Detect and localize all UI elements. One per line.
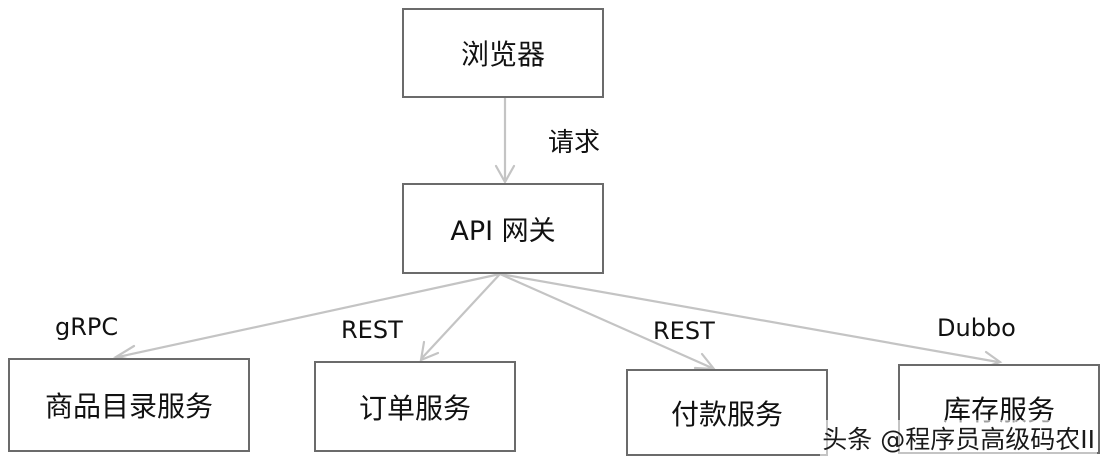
edge-gateway-inventory [498,272,1000,364]
edge-gateway-order [420,272,502,360]
node-order-service: 订单服务 [314,361,516,452]
edge-label-request: 请求 [548,128,601,158]
edge-gateway-catalog [116,272,502,359]
node-api-gateway: API 网关 [402,183,604,274]
arrowhead-gateway [494,164,516,185]
node-browser: 浏览器 [402,8,604,98]
edge-label-rest-payment: REST [653,317,715,345]
node-catalog-service: 商品目录服务 [8,358,250,452]
watermark-text: 头条 @程序员高级码农II [820,420,1097,456]
edge-label-dubbo: Dubbo [937,314,1016,342]
node-payment-service: 付款服务 [626,369,828,456]
edge-label-grpc: gRPC [55,313,119,341]
arrowhead-order [419,340,440,362]
edge-label-rest-order: REST [341,316,403,344]
edge-gateway-payment [498,272,714,370]
